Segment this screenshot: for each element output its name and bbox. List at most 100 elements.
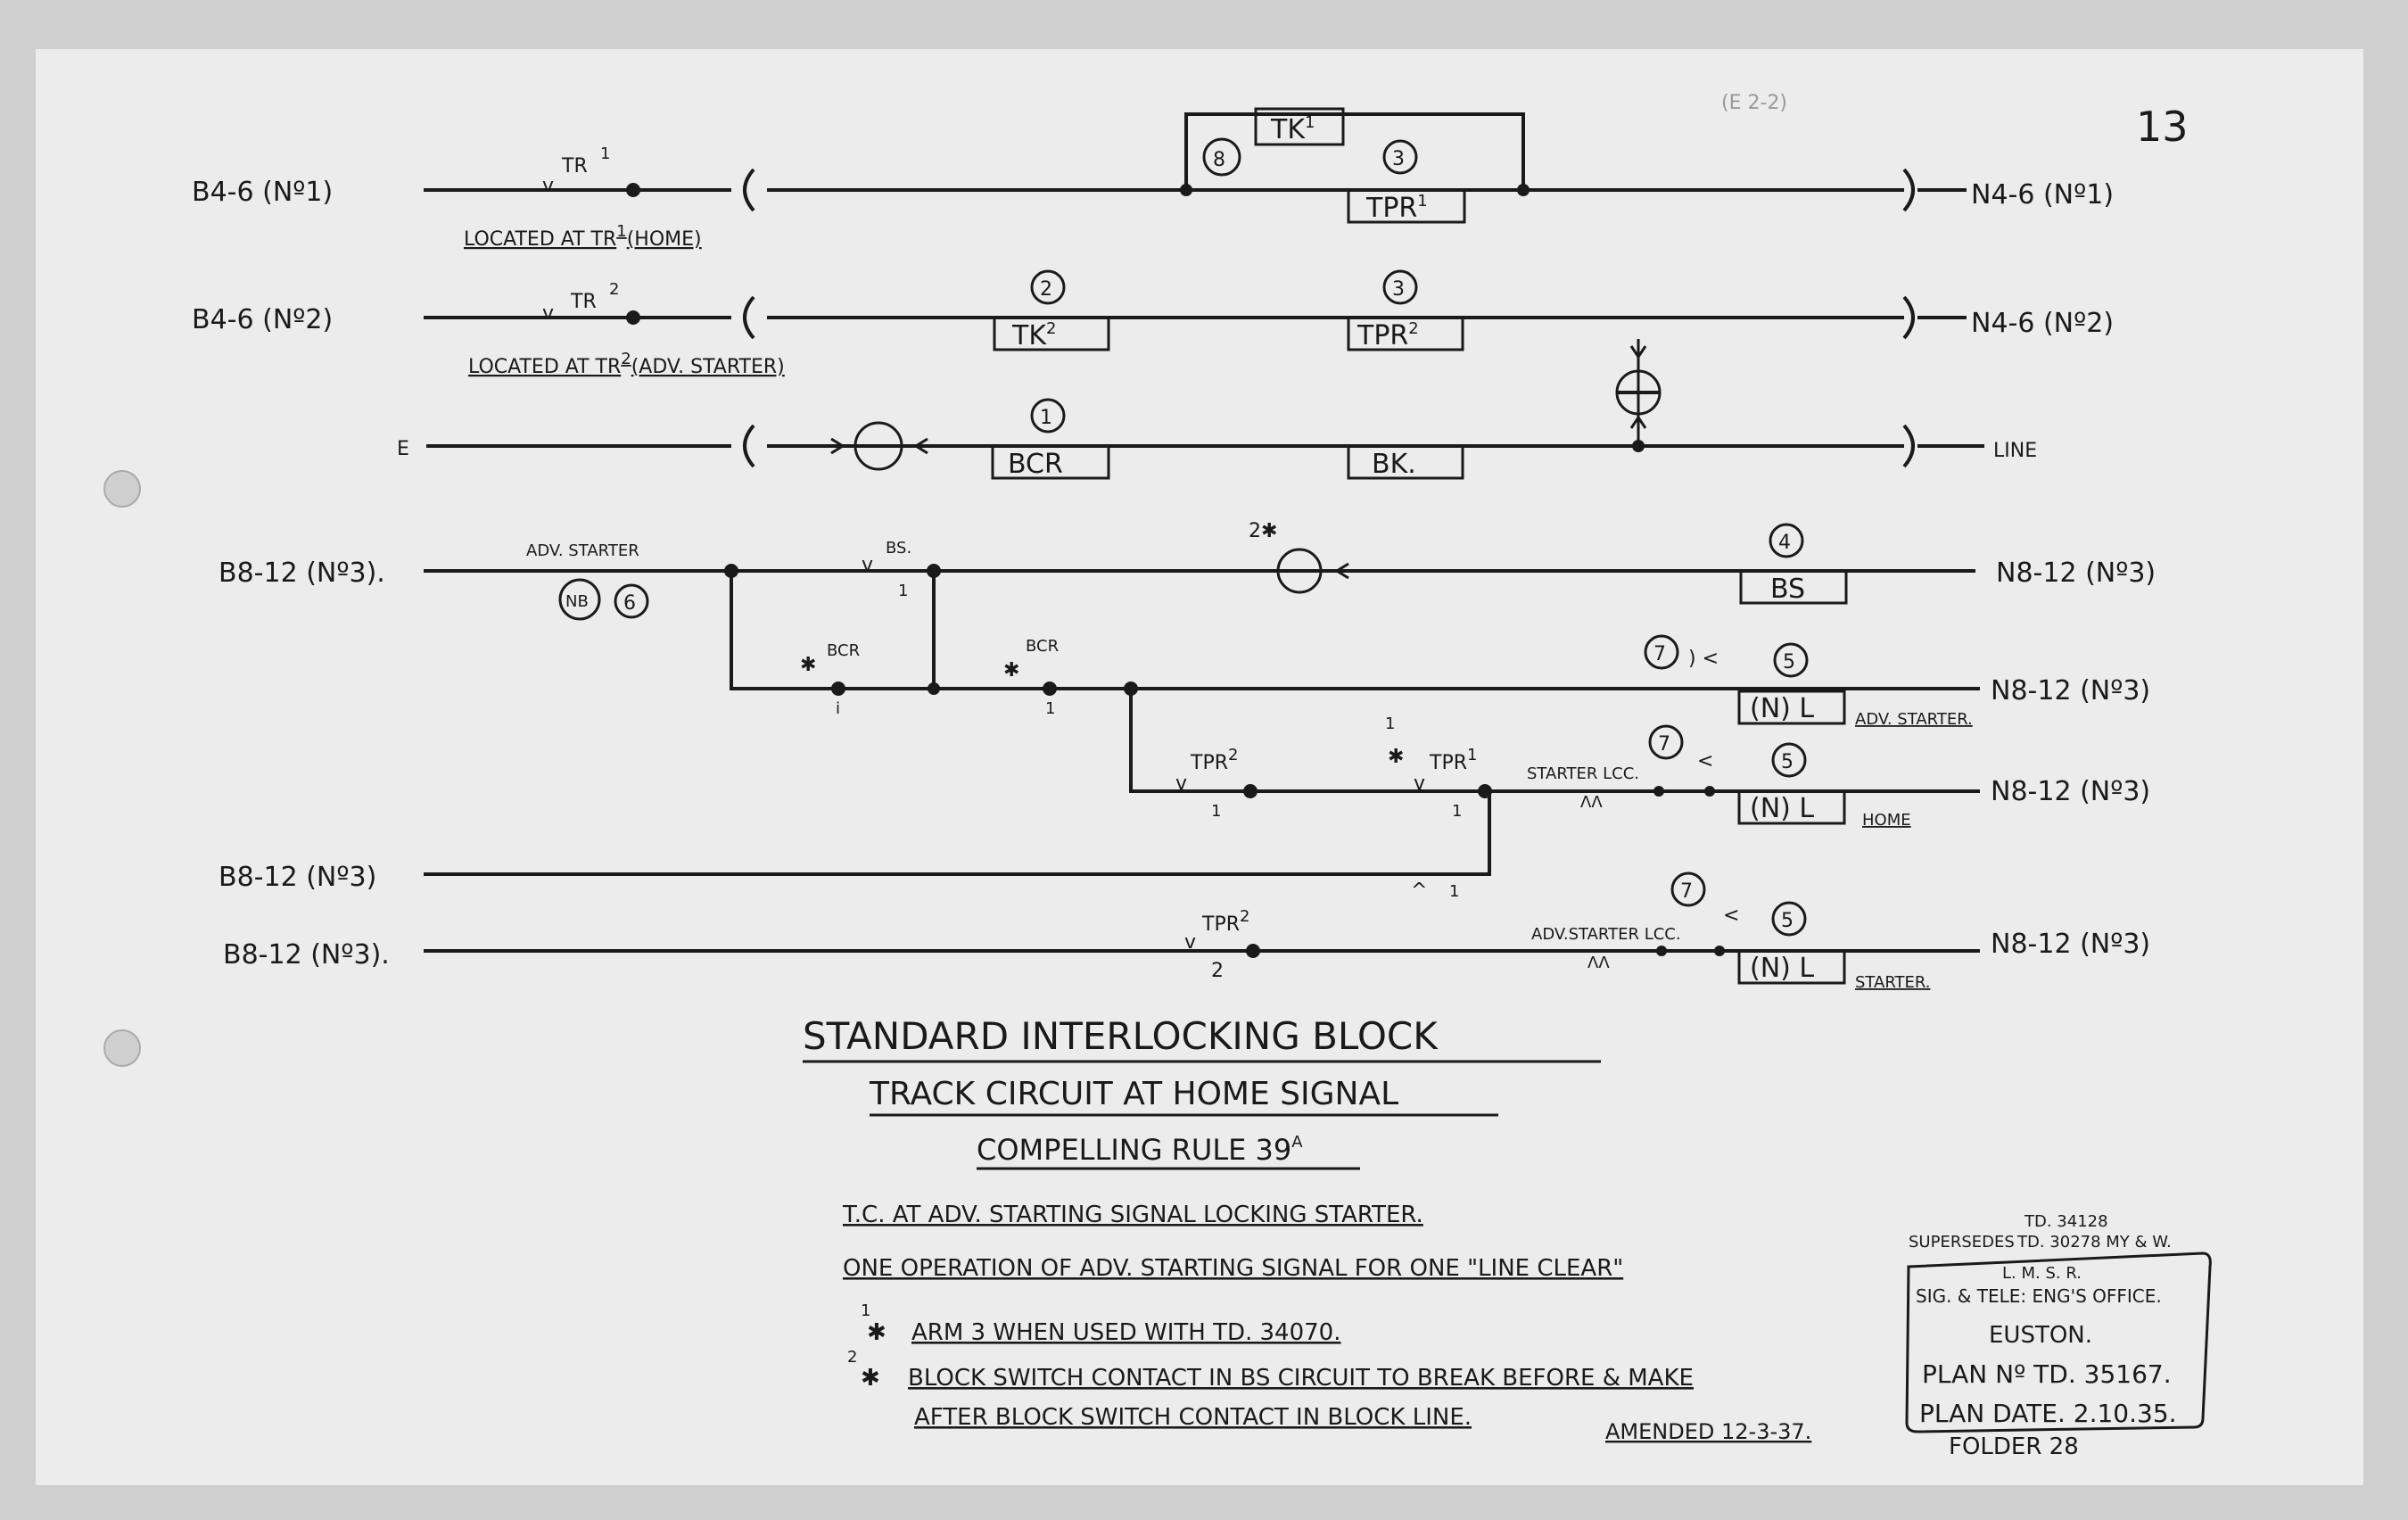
terminal-bracket	[743, 168, 755, 212]
footnote-1: ARM 3 WHEN USED WITH TD. 34070.	[911, 1319, 1340, 1346]
svg-text:BS: BS	[1770, 574, 1805, 605]
svg-text:i: i	[836, 699, 840, 718]
svg-text:1: 1	[1452, 802, 1462, 821]
svg-text:7: 7	[1658, 733, 1670, 756]
svg-text:3: 3	[1392, 148, 1405, 170]
relay-nl-starter	[1737, 949, 1846, 985]
svg-text:v: v	[862, 554, 873, 576]
relay-tk2	[993, 316, 1110, 351]
svg-text:✱: ✱	[800, 654, 816, 676]
terminal-bracket	[1902, 168, 1915, 212]
line-label-n4-6-no1: N4-6 (Nº1)	[1971, 179, 2114, 211]
svg-text:v: v	[1184, 931, 1196, 954]
supersedes-td2: TD. 30278 MY & W.	[2016, 1233, 2172, 1252]
line-label-b8-12-4: B8-12 (Nº3)	[219, 862, 376, 893]
svg-text:v: v	[542, 175, 554, 197]
svg-text:^: ^	[1411, 880, 1427, 902]
svg-text:ΛΛ: ΛΛ	[1587, 954, 1610, 972]
svg-text:<: <	[1697, 750, 1713, 772]
office: SIG. & TELE: ENG'S OFFICE.	[1916, 1285, 2162, 1307]
block-instrument-symbol	[854, 421, 903, 471]
svg-text:5: 5	[1781, 910, 1794, 932]
circuit-b4-6-no2: B4-6 (Nº2) N4-6 (Nº2) v TR 2 LOCATED AT …	[192, 269, 2114, 378]
supersedes-label: SUPERSEDES	[1909, 1233, 2015, 1252]
line-label-b8-12: B8-12 (Nº3).	[219, 558, 385, 589]
circuit-b8-12-bs: B8-12 (Nº3). N8-12 (Nº3) ADV. STARTER NB…	[219, 520, 2156, 621]
starter-lcc-label: STARTER LCC.	[1527, 764, 1639, 783]
circuit-block-line: E LINE 1 BCR BK.	[397, 339, 2037, 480]
supersedes-td1: TD. 34128	[2024, 1212, 2108, 1231]
tpr1-contact-a: TPR1	[1429, 746, 1477, 774]
company: L. M. S. R.	[2002, 1264, 2082, 1283]
footnote-2a: BLOCK SWITCH CONTACT IN BS CIRCUIT TO BR…	[908, 1365, 1694, 1392]
line-label-n8-12-3: N8-12 (Nº3)	[1991, 776, 2150, 807]
ref-circle-6	[614, 583, 649, 619]
relay-bcr	[991, 444, 1110, 480]
bcr-contact-b: BCR	[1026, 637, 1059, 656]
revision-stamp: (E 2-2)	[1721, 92, 1787, 114]
relay-bs	[1739, 569, 1848, 605]
svg-text:8: 8	[1213, 149, 1225, 171]
title-block-frame	[1905, 1252, 2212, 1433]
ref-circle-5	[1771, 901, 1807, 937]
circuit-b4-6-no1: B4-6 (Nº1) N4-6 (Nº1) v TR 1 LOCATED AT …	[192, 107, 2114, 251]
svg-text:5: 5	[1781, 751, 1794, 773]
svg-text:NB: NB	[565, 592, 589, 611]
svg-text:4: 4	[1778, 532, 1791, 554]
ref-circle-7	[1644, 634, 1679, 670]
svg-text:1: 1	[861, 1301, 870, 1320]
paper	[36, 49, 2363, 1485]
svg-text:2: 2	[1211, 960, 1224, 982]
svg-text:TPR1: TPR1	[1365, 192, 1428, 224]
relay-nl-home	[1737, 789, 1846, 825]
line-label-line: LINE	[1993, 440, 2037, 462]
folder: FOLDER 28	[1949, 1433, 2079, 1460]
line-label-n4-6-no2: N4-6 (Nº2)	[1971, 308, 2114, 339]
ref-circle-1	[1030, 398, 1066, 434]
svg-text:3: 3	[1392, 278, 1405, 301]
line-label-b8-12-5: B8-12 (Nº3).	[223, 939, 390, 971]
plan-date: PLAN DATE. 2.10.35.	[1919, 1399, 2177, 1428]
ref-circle-3	[1382, 139, 1418, 175]
svg-text:BK.: BK.	[1372, 449, 1416, 480]
svg-text:(N) L: (N) L	[1750, 793, 1814, 824]
bcr-contact-a: BCR	[827, 641, 860, 660]
svg-text:2: 2	[847, 1348, 857, 1367]
sheet-number: 13	[2136, 103, 2189, 151]
line-label-n8-12-5: N8-12 (Nº3)	[1991, 929, 2150, 960]
ref-circle-5	[1773, 642, 1809, 678]
tpr2-contact-a: TPR2	[1190, 746, 1238, 774]
side-label-home: HOME	[1862, 811, 1911, 830]
tr1-contact	[626, 183, 640, 197]
nb-circle	[558, 578, 601, 621]
line-label-b4-6-no2: B4-6 (Nº2)	[192, 304, 333, 335]
punch-hole-top	[103, 470, 141, 508]
title-rule: COMPELLING RULE 39A	[977, 1133, 1303, 1167]
branch-network: ✱ BCR i ✱ BCR 1 7 ) < 5 (N) L ADV. START…	[219, 571, 2150, 902]
side-label-adv-starter: ADV. STARTER.	[1855, 710, 1973, 729]
amended-note: AMENDED 12-3-37.	[1605, 1419, 1811, 1444]
svg-text:1: 1	[898, 582, 908, 600]
line-label-n8-12: N8-12 (Nº3)	[1996, 558, 2156, 589]
ref-circle-3	[1382, 269, 1418, 305]
located-at-tr2: LOCATED AT TR2(ADV. STARTER)	[468, 350, 785, 378]
located-at-tr1: LOCATED AT TR1(HOME)	[464, 222, 702, 251]
note-1: T.C. AT ADV. STARTING SIGNAL LOCKING STA…	[842, 1202, 1423, 1228]
adv-starter-lcc-label: ADV.STARTER LCC.	[1531, 925, 1681, 944]
place: EUSTON.	[1989, 1322, 2092, 1349]
svg-text:<: <	[1723, 905, 1739, 927]
relay-tk1	[1254, 107, 1345, 146]
title-sub: TRACK CIRCUIT AT HOME SIGNAL	[869, 1076, 1398, 1112]
side-label-starter: STARTER.	[1855, 973, 1931, 992]
svg-text:1: 1	[1045, 699, 1055, 718]
svg-text:) <: ) <	[1688, 648, 1719, 670]
svg-text:TK2: TK2	[1011, 319, 1056, 351]
svg-text:v: v	[1175, 772, 1187, 795]
tpr2-contact-b: TPR2	[1201, 907, 1249, 936]
footnote-2b: AFTER BLOCK SWITCH CONTACT IN BLOCK LINE…	[914, 1404, 1472, 1431]
svg-text:✱: ✱	[1261, 520, 1277, 542]
svg-text:2: 2	[1040, 278, 1052, 301]
svg-text:7: 7	[1653, 643, 1666, 665]
